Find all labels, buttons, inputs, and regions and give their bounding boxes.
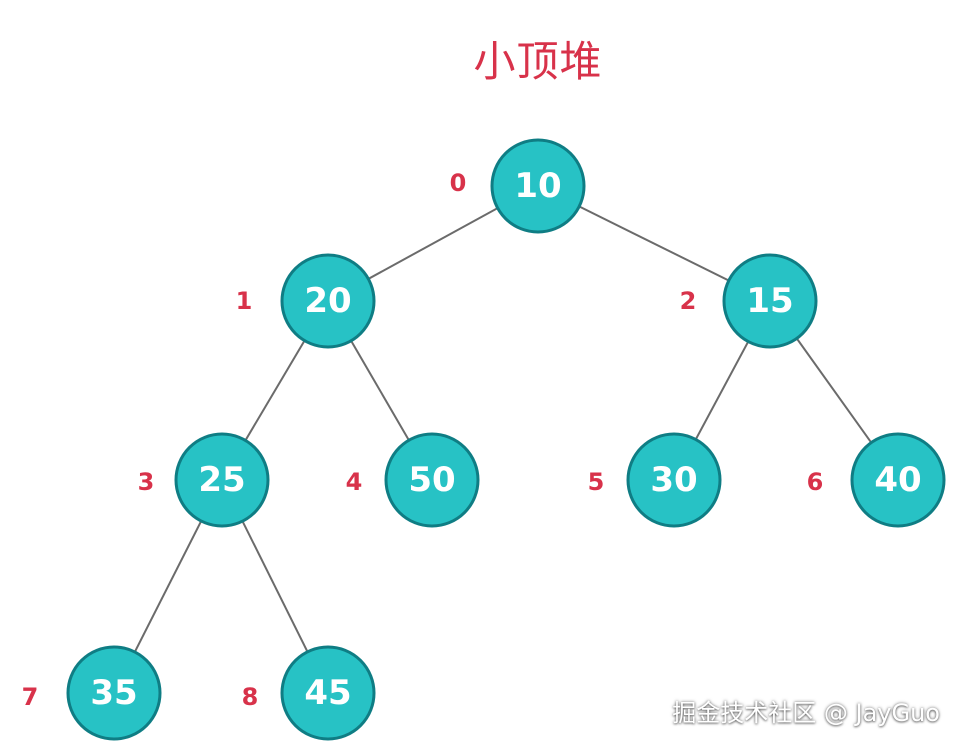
node-circle xyxy=(280,645,376,741)
node-value: 40 xyxy=(874,460,921,500)
node-index-3: 3 xyxy=(138,468,155,496)
node-circle xyxy=(490,138,586,234)
node-value: 25 xyxy=(198,460,245,500)
watermark: 掘金技术社区 @ JayGuo xyxy=(672,699,940,727)
node-value: 35 xyxy=(90,673,137,713)
node-value: 45 xyxy=(304,673,351,713)
node-index-2: 2 xyxy=(680,287,697,315)
node-circle xyxy=(66,645,162,741)
node-value: 10 xyxy=(514,166,561,206)
heap-node-2: 15 xyxy=(722,253,818,349)
heap-node-0: 10 xyxy=(490,138,586,234)
node-circle xyxy=(280,253,376,349)
node-circle xyxy=(850,432,946,528)
node-value: 20 xyxy=(304,281,351,321)
node-circle xyxy=(384,432,480,528)
node-index-8: 8 xyxy=(242,683,259,711)
node-index-0: 0 xyxy=(450,169,467,197)
heap-node-5: 30 xyxy=(626,432,722,528)
heap-node-1: 20 xyxy=(280,253,376,349)
heap-node-3: 25 xyxy=(174,432,270,528)
heap-node-4: 50 xyxy=(384,432,480,528)
node-index-5: 5 xyxy=(588,468,605,496)
node-index-1: 1 xyxy=(236,287,253,315)
node-circle xyxy=(722,253,818,349)
node-circle xyxy=(174,432,270,528)
node-value: 50 xyxy=(408,460,455,500)
heap-node-8: 45 xyxy=(280,645,376,741)
node-value: 15 xyxy=(746,281,793,321)
node-value: 30 xyxy=(650,460,697,500)
node-circle xyxy=(626,432,722,528)
node-index-4: 4 xyxy=(346,468,363,496)
heap-node-6: 40 xyxy=(850,432,946,528)
diagram-title: 小顶堆 xyxy=(473,37,603,86)
node-index-7: 7 xyxy=(22,683,39,711)
heap-node-7: 35 xyxy=(66,645,162,741)
node-index-6: 6 xyxy=(807,468,824,496)
